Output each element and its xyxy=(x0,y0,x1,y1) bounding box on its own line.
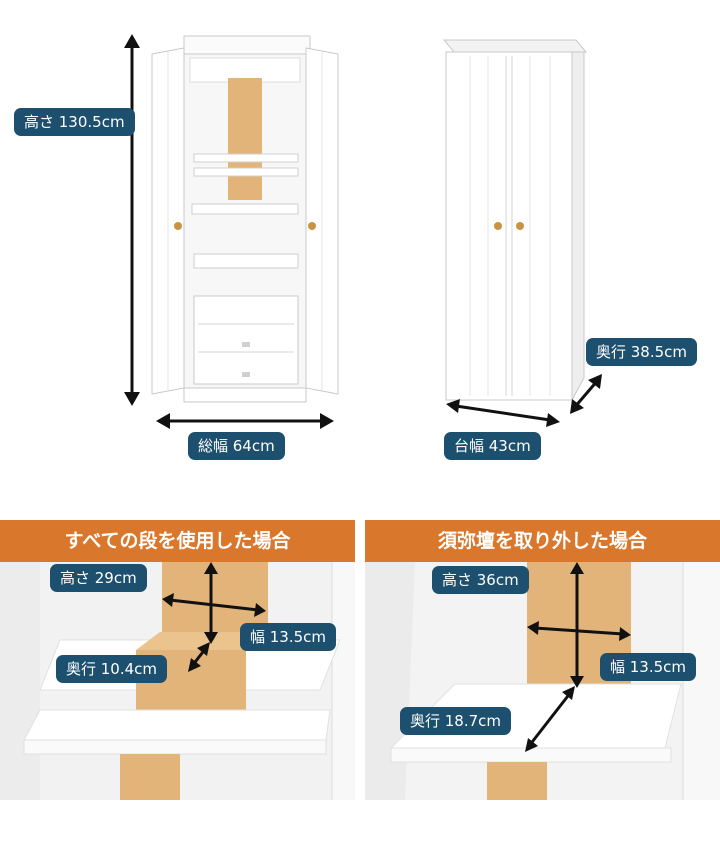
shelf-photo-right xyxy=(365,562,720,800)
height-arrow xyxy=(124,34,140,406)
panel-right-photo xyxy=(365,562,720,800)
total-width-arrow xyxy=(156,413,334,429)
total-width-label: 総幅 64cm xyxy=(188,432,285,460)
base-width-arrow xyxy=(446,399,560,427)
closed-cabinet-illustration xyxy=(442,39,588,401)
panel-right-width-label: 幅 13.5cm xyxy=(600,653,697,681)
open-cabinet-illustration xyxy=(151,35,339,403)
base-width-label: 台幅 43cm xyxy=(444,432,541,460)
panel-right-depth-label: 奥行 18.7cm xyxy=(400,707,512,735)
panel-left-photo xyxy=(0,562,355,800)
shelf-photo-left xyxy=(0,562,355,800)
depth-label: 奥行 38.5cm xyxy=(586,338,698,366)
panel-right-height-label: 高さ 36cm xyxy=(432,566,529,594)
panel-left-width-label: 幅 13.5cm xyxy=(240,623,337,651)
panel-left-height-label: 高さ 29cm xyxy=(50,564,147,592)
panel-right-title: 須弥壇を取り外した場合 xyxy=(365,520,720,562)
depth-arrow xyxy=(570,374,602,414)
panel-left-depth-label: 奥行 10.4cm xyxy=(56,655,168,683)
panel-left-title: すべての段を使用した場合 xyxy=(0,520,355,562)
height-label: 高さ 130.5cm xyxy=(14,108,135,136)
